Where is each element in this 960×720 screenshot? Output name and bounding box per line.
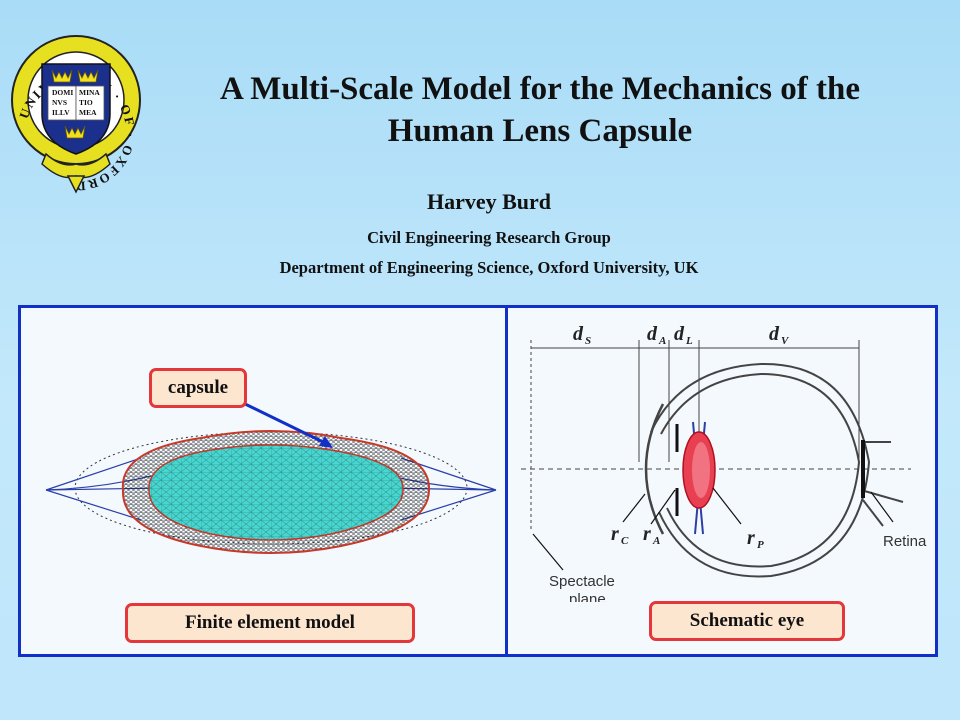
- finite-element-model-figure: [45, 400, 497, 554]
- schematic-eye-caption: Schematic eye: [649, 601, 845, 641]
- spectacle-label-line-1: Spectacle: [549, 573, 615, 590]
- department: Department of Engineering Science, Oxfor…: [279, 258, 699, 277]
- oxford-university-logo: UNIVERSITY · OF · OXFORD DOMI NVS ILLV M…: [11, 35, 141, 194]
- radius-rc-sub: C: [621, 535, 629, 547]
- spectacle-label-line-2: plane: [569, 591, 606, 602]
- logo-book-left-1: DOMI: [52, 88, 73, 97]
- radius-ra-sub: A: [652, 535, 660, 547]
- page-title: A Multi-Scale Model for the Mechanics of…: [150, 68, 930, 152]
- dim-ds: d: [573, 323, 584, 345]
- research-group: Civil Engineering Research Group: [367, 228, 611, 247]
- cornea: [644, 403, 665, 535]
- radius-rp: r: [747, 527, 755, 549]
- logo-book-right-3: MEA: [79, 108, 97, 117]
- dim-dv-sub: V: [781, 335, 790, 347]
- finite-element-model-caption: Finite element model: [125, 603, 415, 643]
- title-line-1: A Multi-Scale Model for the Mechanics of…: [219, 71, 861, 107]
- radius-ra: r: [643, 523, 651, 545]
- logo-book-left-2: NVS: [52, 98, 67, 107]
- retina-label: Retina: [883, 533, 927, 550]
- dim-ds-sub: S: [585, 335, 591, 347]
- title-line-2: Human Lens Capsule: [387, 113, 693, 149]
- dim-dv: d: [769, 323, 780, 345]
- dim-dl: d: [674, 323, 685, 345]
- logo-book-right-2: TIO: [79, 98, 93, 107]
- logo-book-right-1: MINA: [79, 88, 100, 97]
- logo-book-left-3: ILLV: [52, 108, 70, 117]
- capsule-arrow: [240, 400, 324, 444]
- dim-da-sub: A: [658, 335, 666, 347]
- capsule-label: capsule: [149, 368, 247, 408]
- radius-rc: r: [611, 523, 619, 545]
- schematic-eye-figure: d S d A d L d V: [521, 323, 927, 602]
- dim-da: d: [647, 323, 658, 345]
- eye-lens: [682, 421, 716, 535]
- figure-panel: capsule Finite element model d S d A d L…: [18, 305, 938, 657]
- eye-globe: [650, 362, 904, 578]
- dimension-lines: [521, 340, 911, 532]
- radius-rp-sub: P: [757, 539, 764, 551]
- dim-dl-sub: L: [685, 335, 693, 347]
- author-name: Harvey Burd: [426, 189, 552, 214]
- panel-divider: [505, 308, 508, 654]
